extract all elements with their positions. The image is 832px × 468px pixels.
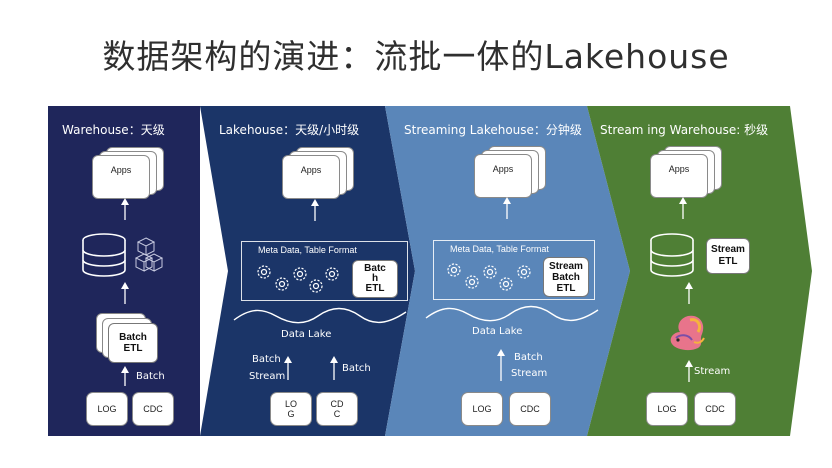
- stage2-title: Lakehouse：天级/小时级: [219, 123, 360, 137]
- stage3-stream-label: Stream: [511, 368, 548, 379]
- stage1-etl: Batch ETL: [108, 323, 158, 363]
- cubes-icon: [134, 237, 164, 272]
- stage4-title: Stream ing Warehouse: 秒级: [600, 123, 769, 137]
- stage3-arrow-apps: [503, 197, 511, 219]
- database-icon: [650, 233, 694, 277]
- stage4-arrow-apps: [679, 197, 687, 219]
- stage2-arrow-apps: [311, 199, 319, 221]
- stage3-source-cdc: CDC: [509, 392, 551, 426]
- stage2-meta-label: Meta Data, Table Format: [258, 245, 357, 255]
- stage4-source-cdc: CDC: [694, 392, 736, 426]
- stage4-apps: Apps: [650, 146, 726, 198]
- stage4-etl: Stream ETL: [706, 238, 750, 274]
- stage3-gears-icon: [447, 263, 531, 291]
- stage3-title: Streaming Lakehouse：分钟级: [404, 123, 582, 137]
- stage4-arrow-stream: [685, 360, 693, 382]
- stage1-apps-label: Apps: [110, 165, 132, 175]
- stage3-meta-label: Meta Data, Table Format: [450, 244, 549, 254]
- stage4-apps-label: Apps: [668, 164, 690, 174]
- panel-streaming-lakehouse: [385, 106, 630, 436]
- stage1-source-log: LOG: [86, 392, 128, 426]
- stage2-etl: Batc h ETL: [352, 260, 398, 298]
- stage4-stream-label: Stream: [694, 366, 731, 377]
- stage3-meta-box: Meta Data, Table Format: [433, 240, 595, 300]
- stage3-source-log: LOG: [461, 392, 503, 426]
- stage4-arrow-db: [685, 282, 693, 304]
- stage2-meta-box: Meta Data, Table Format: [241, 241, 408, 301]
- stage2-source-log: LO G: [270, 392, 312, 426]
- stage1-arrow-batch: [121, 366, 129, 386]
- page-title: 数据架构的演进：流批一体的Lakehouse: [102, 37, 730, 76]
- flink-squirrel-icon: [670, 315, 705, 351]
- stage2-data-lake: Data Lake: [281, 329, 332, 340]
- stage3-apps: Apps: [474, 146, 550, 198]
- stage2-apps: Apps: [282, 147, 358, 199]
- stage2-arrow-left: [284, 356, 292, 380]
- stage3-data-lake-wave: [425, 305, 599, 322]
- stage2-source-cdc: CD C: [316, 392, 358, 426]
- stage3-batch-label: Batch: [514, 352, 543, 363]
- stage1-etl-stack: Batch ETL: [96, 313, 160, 365]
- stage1-batch-label: Batch: [136, 371, 165, 382]
- stage2-apps-label: Apps: [300, 165, 322, 175]
- stage3-etl: Stream Batch ETL: [543, 257, 589, 297]
- stage1-arrow-apps: [121, 198, 129, 220]
- stage3-apps-label: Apps: [492, 164, 514, 174]
- stage2-arrow-right: [330, 356, 338, 380]
- stage2-batch-right-label: Batch: [342, 363, 371, 374]
- stage3-data-lake: Data Lake: [472, 326, 523, 337]
- stage2-gears-icon: [257, 265, 339, 293]
- stage1-source-cdc: CDC: [132, 392, 174, 426]
- panel-streaming-warehouse: [587, 106, 812, 436]
- stage1-arrow-db: [121, 282, 129, 304]
- stage1-apps: Apps: [92, 147, 168, 199]
- stage4-source-log: LOG: [646, 392, 688, 426]
- stage2-batch-label: Batch: [252, 354, 281, 365]
- stage2-stream-label: Stream: [249, 371, 286, 382]
- panel-lakehouse: [200, 106, 415, 436]
- database-icon: [82, 233, 126, 277]
- stage3-arrow-sources: [497, 349, 505, 381]
- stage1-title: Warehouse：天级: [62, 123, 165, 137]
- stage2-data-lake-wave: [233, 307, 407, 324]
